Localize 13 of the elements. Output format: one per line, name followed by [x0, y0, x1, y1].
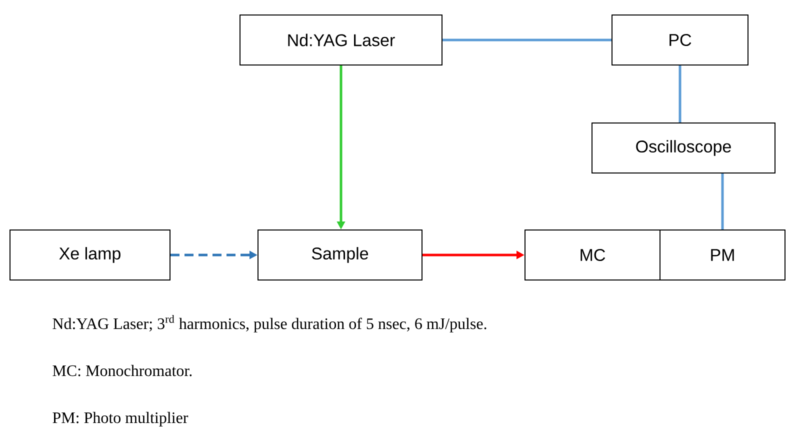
- connector-line: [678, 66, 682, 122]
- device-box: Oscilloscope: [592, 122, 776, 174]
- device-box: PC: [612, 14, 748, 66]
- note-text: MC: Monochromator.: [52, 364, 192, 376]
- note-text: PM: Photo multiplier: [52, 412, 188, 426]
- connector-line: [721, 173, 724, 230]
- connector-line: [442, 38, 612, 42]
- device-box: Nd:YAG Laser: [240, 14, 442, 66]
- note-text: Nd:YAG Laser; 3$^{rd}$ harmonics, pulse duration of 5 nsec, 6 mJ/pulse.: [52, 314, 486, 332]
- device-box: MC: [524, 229, 660, 280]
- device-box: PM: [660, 229, 786, 280]
- device-box: Sample: [258, 229, 422, 280]
- device-box: Xe lamp: [10, 229, 170, 280]
